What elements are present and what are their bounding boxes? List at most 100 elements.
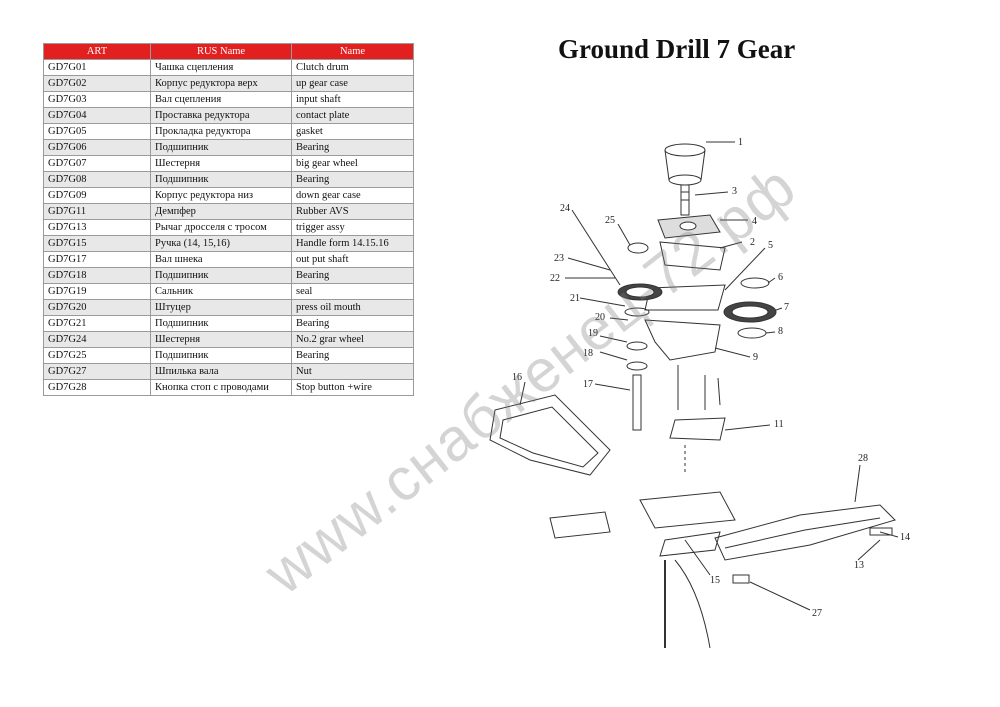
cell-art: GD7G07	[43, 155, 151, 172]
cell-art: GD7G19	[43, 283, 151, 300]
callout-label: 19	[588, 328, 598, 339]
cell-rus-name: Демпфер	[150, 203, 292, 220]
callout-label: 17	[583, 379, 593, 390]
cell-rus-name: Подшипник	[150, 171, 292, 188]
cell-art: GD7G15	[43, 235, 151, 252]
callout-label: 24	[560, 203, 570, 214]
cell-name: No.2 grar wheel	[291, 331, 414, 348]
cell-rus-name: Рычаг дросселя с тросом	[150, 219, 292, 236]
callout-label: 3	[732, 186, 737, 197]
cell-rus-name: Вал шнека	[150, 251, 292, 268]
cell-name: Bearing	[291, 347, 414, 364]
cell-art: GD7G13	[43, 219, 151, 236]
callout-label: 28	[858, 453, 868, 464]
cell-name: Clutch drum	[291, 59, 414, 76]
callout-label: 22	[550, 273, 560, 284]
cell-art: GD7G18	[43, 267, 151, 284]
cell-rus-name: Подшипник	[150, 139, 292, 156]
callout-label: 1	[738, 137, 743, 148]
cell-name: gasket	[291, 123, 414, 140]
column-header-art: ART	[43, 43, 151, 60]
clutch-drum-drawing	[664, 143, 706, 186]
column-header-rus-name: RUS Name	[150, 43, 292, 60]
cell-name: Rubber AVS	[291, 203, 414, 220]
gasket-drawing	[644, 284, 726, 311]
cell-rus-name: Вал сцепления	[150, 91, 292, 108]
cell-name: big gear wheel	[291, 155, 414, 172]
cell-name: press oil mouth	[291, 299, 414, 316]
rubber-avs-drawing	[669, 417, 726, 441]
cell-art: GD7G20	[43, 299, 151, 316]
cell-name: up gear case	[291, 75, 414, 92]
callout-label: 4	[752, 216, 757, 227]
exploded-parts-diagram: 1 2 3 4 5 6 7 8 9 11 13 14 15 16 17 18 1…	[489, 137, 910, 649]
cell-art: GD7G24	[43, 331, 151, 348]
cell-art: GD7G08	[43, 171, 151, 188]
cell-rus-name: Кнопка стоп с проводами	[150, 379, 292, 396]
callout-label: 25	[605, 215, 615, 226]
cell-rus-name: Корпус редуктора верх	[150, 75, 292, 92]
cell-rus-name: Проставка редуктора	[150, 107, 292, 124]
callout-label: 16	[512, 372, 522, 383]
cell-name: contact plate	[291, 107, 414, 124]
input-shaft-drawing	[680, 184, 690, 216]
cell-name: trigger assy	[291, 219, 414, 236]
cell-rus-name: Корпус редуктора низ	[150, 187, 292, 204]
cell-art: GD7G05	[43, 123, 151, 140]
callout-label: 15	[710, 575, 720, 586]
cell-rus-name: Подшипник	[150, 315, 292, 332]
callout-label: 9	[753, 352, 758, 363]
cell-name: Bearing	[291, 139, 414, 156]
cell-art: GD7G01	[43, 59, 151, 76]
gear-wheel-no2-drawing	[617, 283, 663, 301]
bearing-25-drawing	[627, 242, 649, 254]
callout-label: 20	[595, 312, 605, 323]
cell-rus-name: Шестерня	[150, 155, 292, 172]
cell-name: input shaft	[291, 91, 414, 108]
column-header-name: Name	[291, 43, 414, 60]
cell-art: GD7G03	[43, 91, 151, 108]
bearing-6-drawing	[740, 277, 770, 289]
cell-rus-name: Шпилька вала	[150, 363, 292, 380]
cell-name: Handle form 14.15.16	[291, 235, 414, 252]
cell-art: GD7G21	[43, 315, 151, 332]
cell-name: Bearing	[291, 315, 414, 332]
cell-art: GD7G27	[43, 363, 151, 380]
callout-label: 23	[554, 253, 564, 264]
cell-rus-name: Шестерня	[150, 331, 292, 348]
cell-rus-name: Подшипник	[150, 347, 292, 364]
cell-art: GD7G04	[43, 107, 151, 124]
callout-label: 6	[778, 272, 783, 283]
cell-art: GD7G09	[43, 187, 151, 204]
cell-art: GD7G11	[43, 203, 151, 220]
cell-rus-name: Подшипник	[150, 267, 292, 284]
down-gear-case-drawing	[644, 319, 721, 361]
bearing-8-drawing	[737, 327, 767, 339]
callout-label: 8	[778, 326, 783, 337]
cell-art: GD7G28	[43, 379, 151, 396]
table-header-row: ART RUS Name Name	[43, 43, 414, 60]
up-gear-case-drawing	[659, 241, 726, 271]
cell-name: Stop button +wire	[291, 379, 414, 396]
callout-label: 7	[784, 302, 789, 313]
big-gear-wheel-drawing	[723, 301, 777, 323]
cell-rus-name: Штуцер	[150, 299, 292, 316]
handle-left-drawing	[489, 394, 611, 476]
cell-art: GD7G25	[43, 347, 151, 364]
cell-name: down gear case	[291, 187, 414, 204]
callout-label: 18	[583, 348, 593, 359]
